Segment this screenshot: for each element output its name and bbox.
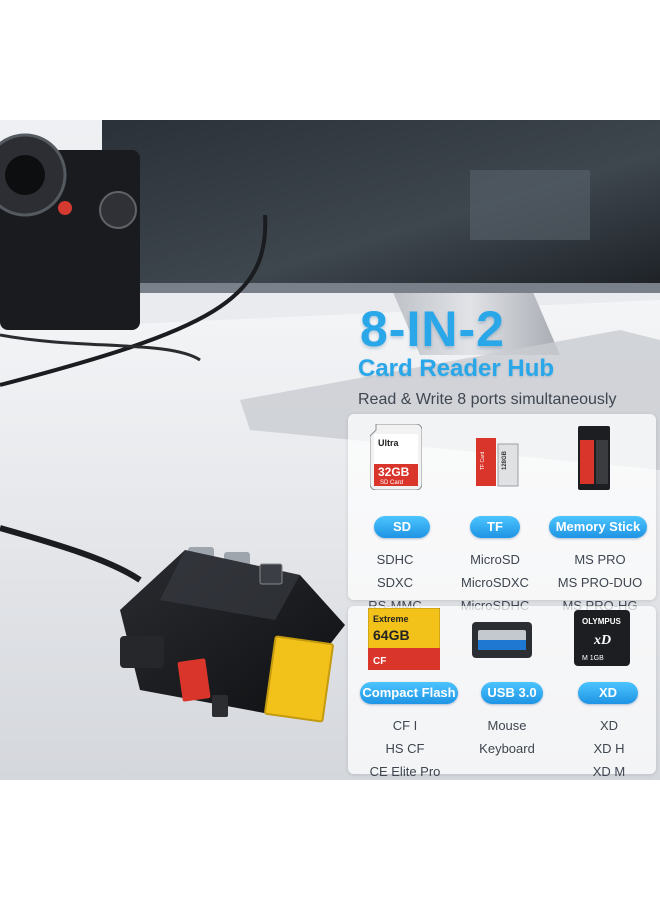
format-item: Mouse xyxy=(487,718,527,733)
sd-card-brand: Ultra xyxy=(378,438,399,448)
format-item: HS CF xyxy=(385,741,425,756)
sd-card-icon: Ultra 32GB SD Card xyxy=(370,424,422,490)
monitor-wallpaper xyxy=(470,170,590,240)
card-reader-hub xyxy=(120,547,345,723)
headline-title: 8-IN-2 xyxy=(360,301,505,357)
xd-card-icon: OLYMPUS xD M 1GB xyxy=(574,610,630,666)
format-item: MS PRO xyxy=(574,552,626,567)
format-label-usb: USB 3.0 xyxy=(481,682,543,704)
cf-card-footer: CF xyxy=(373,656,386,667)
format-item: XD H xyxy=(593,741,625,756)
cable xyxy=(0,333,201,362)
format-item: CF I xyxy=(392,718,418,733)
format-item: SDXC xyxy=(376,575,414,590)
inserted-ms-card-icon xyxy=(259,563,283,585)
card-types-panel-bottom: Extreme 64GB CF OLYMPUS xD M 1GB Compact… xyxy=(348,606,656,779)
format-item: MS PRO-DUO xyxy=(557,575,643,590)
format-item: SDHC xyxy=(376,552,414,567)
format-label-memory-stick: Memory Stick xyxy=(549,516,647,538)
card-types-panel-top: Ultra 32GB SD Card TF Card 128GB SD TF M… xyxy=(348,414,656,613)
monitor-bezel xyxy=(102,283,660,293)
headline-subtitle: Card Reader Hub xyxy=(358,355,555,382)
compact-flash-card-icon: Extreme 64GB CF xyxy=(368,608,440,670)
format-label-xd: XD xyxy=(578,682,638,704)
format-label-tf: TF xyxy=(470,516,520,538)
format-item: MicroSDXC xyxy=(461,575,529,590)
sd-card-capacity: 32GB xyxy=(378,465,410,479)
memory-stick-icon xyxy=(578,426,610,490)
xd-card-brand: OLYMPUS xyxy=(582,617,621,626)
sd-card-footer: SD Card xyxy=(380,480,403,486)
camera-red-dot xyxy=(58,201,72,215)
hub-cable xyxy=(0,525,142,583)
camera-lens-glass xyxy=(5,155,45,195)
micro-sd-card-icon: TF Card 128GB xyxy=(476,438,519,487)
svg-text:xD: xD xyxy=(593,633,611,648)
format-item: MicroSD xyxy=(470,552,520,567)
camera-cable xyxy=(0,214,268,387)
camera-dial xyxy=(99,191,137,229)
cf-card-brand: Extreme xyxy=(373,614,409,624)
format-item: XD M xyxy=(592,764,626,779)
format-item: Keyboard xyxy=(479,741,535,756)
format-item: CE Elite Pro xyxy=(369,764,441,779)
headline-tagline: Read & Write 8 ports simultaneously xyxy=(358,391,617,408)
usb-port-icon xyxy=(472,622,532,658)
inserted-sd-card-icon xyxy=(177,658,211,702)
tf-card-brand: TF Card xyxy=(480,451,486,470)
format-item: XD xyxy=(599,718,619,733)
format-label-compact-flash: Compact Flash xyxy=(360,682,458,704)
format-label-sd: SD xyxy=(374,516,430,538)
xd-card-capacity: M 1GB xyxy=(582,655,604,662)
inserted-cf-card-icon xyxy=(264,635,334,723)
inserted-micro-card-icon xyxy=(212,695,228,717)
usb-adapter-icon xyxy=(120,636,164,668)
tf-card-capacity: 128GB xyxy=(502,450,508,470)
cf-card-capacity: 64GB xyxy=(373,627,410,643)
product-photo: 8-IN-2 Card Reader Hub Read & Write 8 po… xyxy=(0,120,660,780)
